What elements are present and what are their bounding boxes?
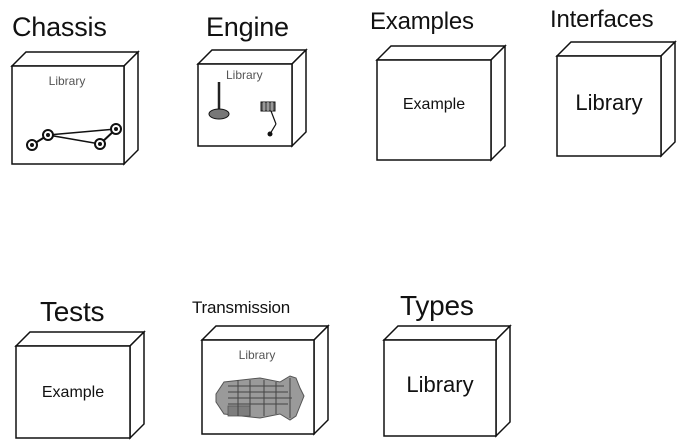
box-label-types: Library <box>406 372 474 397</box>
box-label-transmission: Library <box>238 348 276 362</box>
package-title-tests: Tests <box>40 296 105 327</box>
box-label-engine: Library <box>226 68 263 82</box>
package-types[interactable]: Types Library <box>382 290 522 440</box>
package-chassis[interactable]: Chassis Library <box>10 12 145 172</box>
package-title-interfaces: Interfaces <box>550 6 654 33</box>
package-box-types[interactable]: Library <box>382 324 512 438</box>
package-box-chassis[interactable]: Library <box>10 50 140 166</box>
package-box-engine[interactable]: Library <box>196 48 308 148</box>
package-title-engine: Engine <box>206 12 289 42</box>
package-box-examples[interactable]: Example <box>375 44 507 162</box>
engine-parts-icon <box>208 82 277 137</box>
package-title-types: Types <box>400 290 474 321</box>
box-label-tests: Example <box>41 384 105 401</box>
package-tests[interactable]: Tests Example <box>14 296 154 441</box>
package-title-examples: Examples <box>370 8 474 35</box>
package-box-transmission[interactable]: Library <box>200 324 330 436</box>
package-engine[interactable]: Engine Library <box>196 12 331 172</box>
package-box-interfaces[interactable]: Library <box>555 40 677 158</box>
package-examples[interactable]: Examples Example <box>370 8 510 168</box>
package-title-chassis: Chassis <box>12 12 107 42</box>
package-interfaces[interactable]: Interfaces Library <box>550 6 698 166</box>
package-title-transmission: Transmission <box>192 298 291 317</box>
chassis-axle-icon <box>26 123 122 151</box>
box-label-examples: Example <box>402 96 466 113</box>
box-label-chassis: Library <box>48 74 86 88</box>
box-label-interfaces: Library <box>575 90 643 115</box>
package-box-tests[interactable]: Example <box>14 330 146 440</box>
transmission-gearbox-icon <box>215 375 305 421</box>
package-transmission[interactable]: Transmission Library <box>192 296 342 441</box>
